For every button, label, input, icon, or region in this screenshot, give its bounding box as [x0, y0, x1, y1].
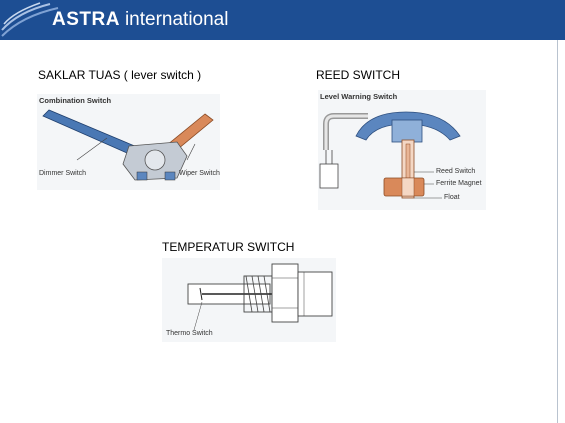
reed-diagram-title: Level Warning Switch	[320, 92, 398, 101]
reed-label-reed-switch: Reed Switch	[436, 168, 476, 175]
reed-label-ferrite-magnet: Ferrite Magnet	[436, 180, 482, 187]
lever-label-dimmer: Dimmer Switch	[39, 170, 87, 177]
lever-switch-diagram: Combination Switch Dimmer Switch Wiper S…	[37, 94, 220, 190]
astra-logo-swoosh-icon	[1, 2, 59, 37]
caption-lever-switch: SAKLAR TUAS ( lever switch )	[38, 68, 202, 82]
reed-switch-diagram: Level Warning Switch Reed Switch Ferrite…	[318, 90, 486, 210]
level-warning-switch-illustration	[319, 111, 461, 199]
caption-temperature-switch: TEMPERATUR SWITCH	[162, 240, 295, 254]
slide-right-border	[557, 40, 565, 423]
brand-name-bold: ASTRA	[52, 9, 120, 30]
lever-label-wiper: Wiper Switch	[179, 170, 220, 177]
brand-name-light: international	[124, 9, 229, 30]
temp-label-thermo-switch: Thermo Switch	[166, 330, 213, 337]
temperature-switch-diagram: Thermo Switch	[162, 258, 336, 342]
combination-switch-illustration	[42, 109, 214, 181]
reed-label-float: Float	[444, 194, 460, 201]
lever-diagram-title: Combination Switch	[39, 96, 112, 105]
thermo-switch-illustration	[187, 263, 333, 331]
caption-reed-switch: REED SWITCH	[316, 68, 400, 82]
